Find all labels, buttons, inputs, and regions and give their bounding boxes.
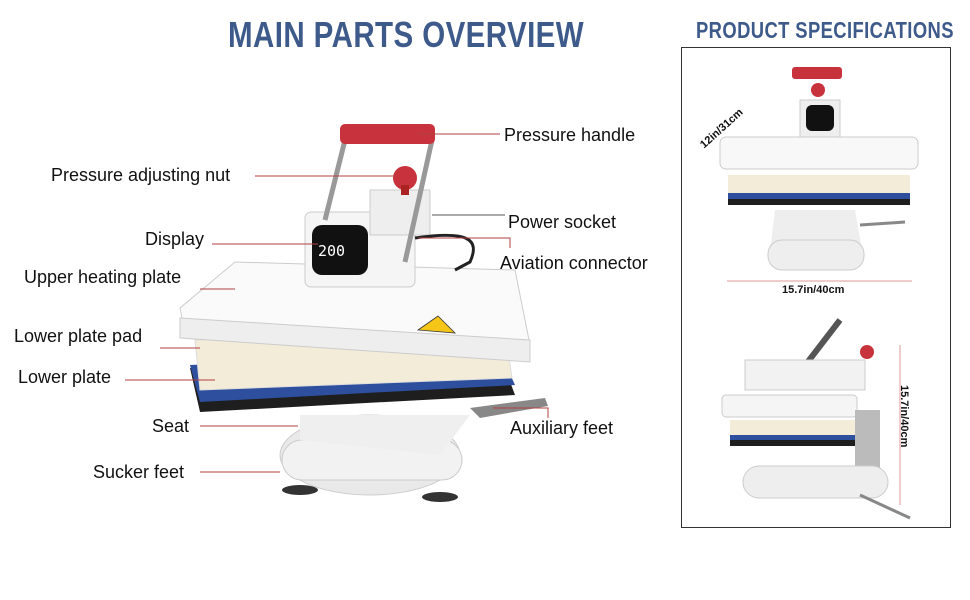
label-pressure-handle: Pressure handle: [504, 125, 636, 145]
label-display: Display: [145, 229, 205, 249]
label-auxiliary-feet: Auxiliary feet: [510, 418, 614, 438]
spec-height: 15.7in/40cm: [898, 385, 910, 448]
label-aviation-connector: Aviation connector: [500, 253, 648, 273]
label-pressure-adjusting-nut: Pressure adjusting nut: [51, 165, 231, 185]
spec-width: 15.7in/40cm: [782, 284, 845, 296]
spec-title: PRODUCT SPECIFICATIONS: [696, 17, 954, 43]
spec-panel: [681, 47, 951, 528]
label-sucker-feet: Sucker feet: [93, 462, 185, 482]
label-lower-plate-pad: Lower plate pad: [14, 326, 143, 346]
label-power-socket: Power socket: [508, 212, 617, 232]
main-title: MAIN PARTS OVERVIEW: [228, 14, 585, 55]
label-seat: Seat: [152, 416, 190, 436]
display-readout: 200: [318, 242, 345, 260]
label-lower-plate: Lower plate: [18, 367, 112, 387]
heat-press-illustration: 200: [125, 124, 549, 502]
label-upper-heating-plate: Upper heating plate: [24, 267, 182, 287]
